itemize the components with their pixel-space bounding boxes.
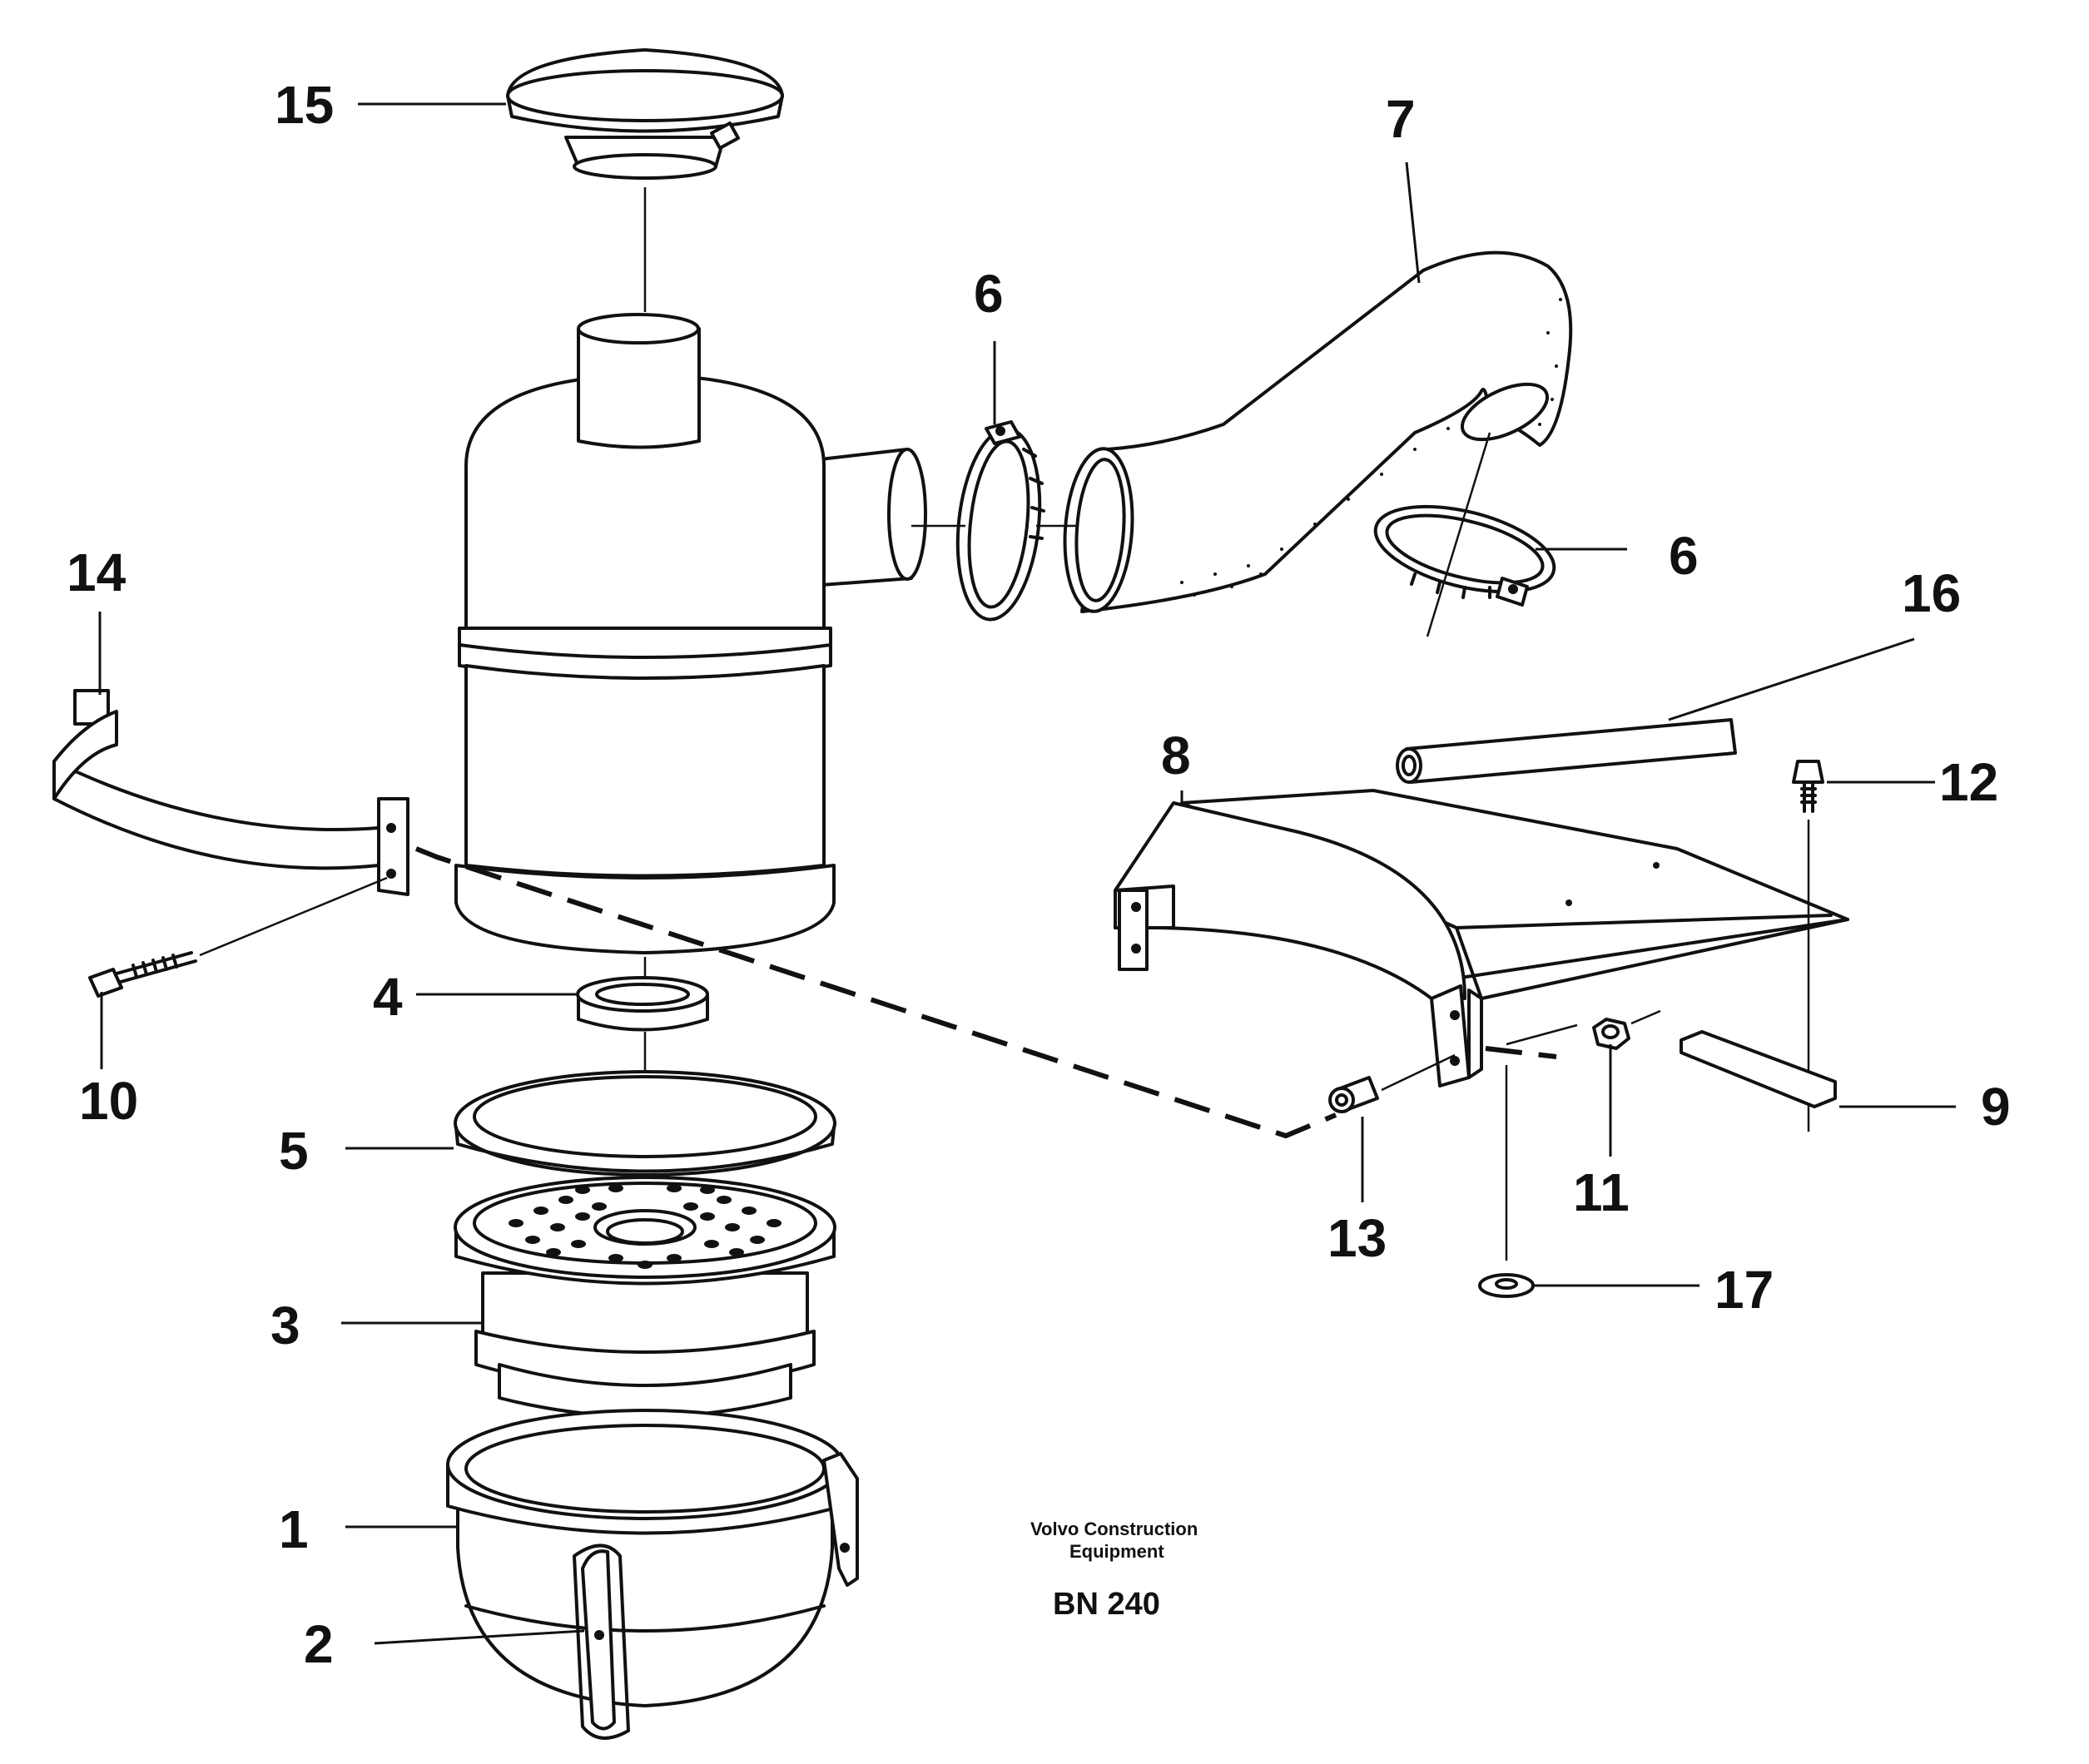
callout-12: 12 — [1939, 752, 1998, 812]
callout-14: 14 — [67, 543, 127, 602]
callout-6-right: 6 — [1669, 526, 1699, 586]
callout-5: 5 — [279, 1121, 309, 1181]
air-cleaner-housing — [454, 313, 927, 954]
diagram-code: BN 240 — [1053, 1587, 1160, 1622]
callout-17: 17 — [1714, 1260, 1774, 1320]
leader-lines — [98, 102, 1956, 1645]
spacer-part — [1328, 1076, 1379, 1113]
clamp-plate-part — [1680, 1030, 1837, 1108]
callout-16: 16 — [1902, 563, 1961, 623]
callout-9: 9 — [1981, 1077, 2011, 1137]
credit-line-2: Equipment — [1069, 1541, 1164, 1562]
callout-7: 7 — [1386, 89, 1416, 149]
bracket-strap-part — [52, 689, 409, 896]
hose-clamp-left-part — [955, 420, 1045, 622]
spring-clip-part — [573, 1544, 630, 1740]
callout-10: 10 — [79, 1071, 138, 1131]
callout-11: 11 — [1573, 1162, 1630, 1222]
callout-15: 15 — [275, 75, 334, 135]
callout-6-top: 6 — [974, 264, 1004, 324]
callout-8: 8 — [1161, 726, 1191, 785]
callout-2: 2 — [304, 1614, 334, 1674]
rain-cap-part — [506, 48, 784, 180]
rod-part — [1396, 718, 1737, 784]
mounting-bracket-part — [1114, 789, 1849, 1088]
gasket-ring-part — [454, 1070, 836, 1177]
flange-bolt-part — [1792, 760, 1824, 813]
filter-element-part — [454, 1176, 836, 1419]
washer-part — [1478, 1273, 1535, 1298]
dust-cup-part — [446, 1409, 859, 1707]
bolt-part — [88, 951, 197, 998]
callout-1: 1 — [279, 1499, 309, 1559]
callout-13: 13 — [1327, 1208, 1387, 1268]
callout-4: 4 — [373, 967, 403, 1027]
callout-3: 3 — [270, 1296, 300, 1355]
elbow-hose-part — [1063, 250, 1573, 613]
credit-line-1: Volvo Construction — [1030, 1519, 1198, 1539]
nut-part — [1592, 1018, 1630, 1050]
hose-clamp-right-part — [1373, 504, 1556, 607]
seal-ring-part — [576, 976, 709, 1032]
